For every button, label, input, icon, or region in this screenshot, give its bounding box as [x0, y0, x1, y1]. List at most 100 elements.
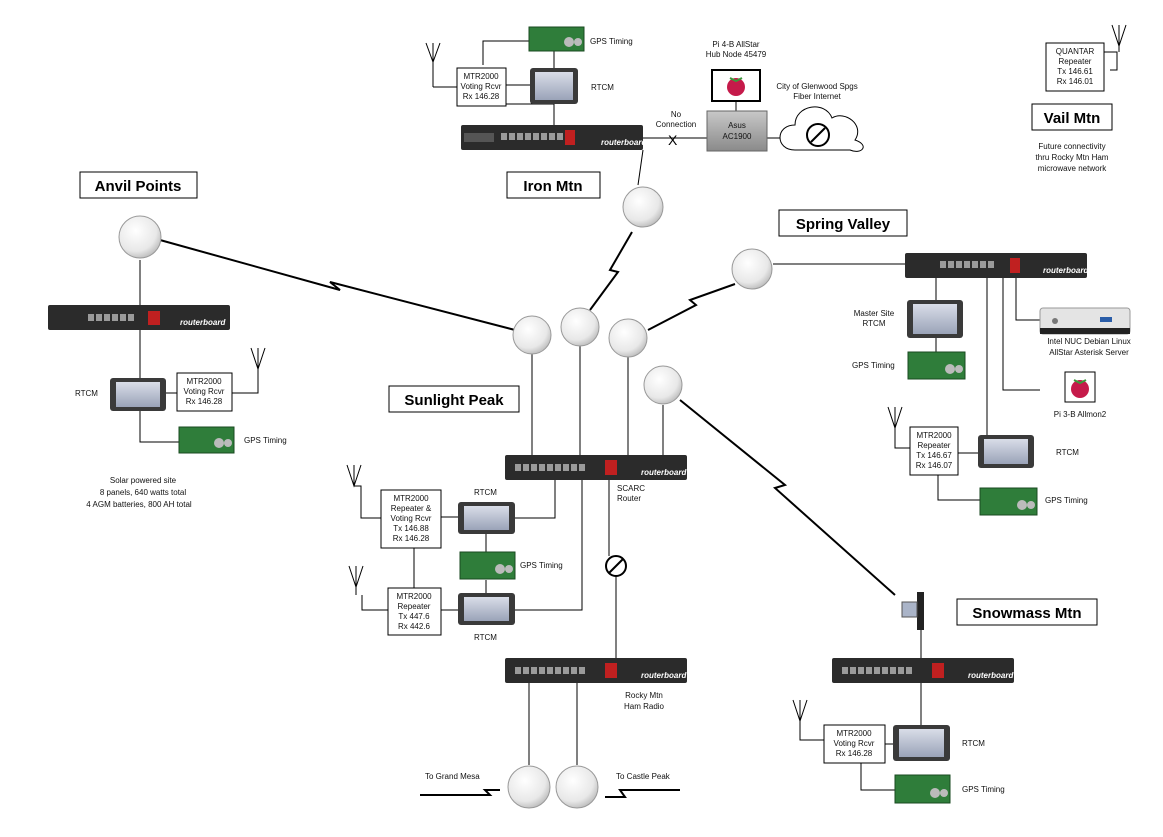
- svg-text:AC1900: AC1900: [723, 132, 752, 141]
- mtr-sunlight-2-box: MTR2000 Repeater Tx 447.6 Rx 442.6: [387, 587, 442, 636]
- gps-iron: [528, 26, 585, 52]
- svg-text:Solar powered site: Solar powered site: [110, 476, 177, 485]
- svg-text:MTR2000: MTR2000: [396, 592, 432, 601]
- svg-text:MTR2000: MTR2000: [186, 377, 222, 386]
- svg-text:routerboard: routerboard: [641, 468, 687, 477]
- svg-text:Voting Rcvr: Voting Rcvr: [391, 514, 432, 523]
- antenna-vail: [1111, 24, 1127, 52]
- rtcm-sunlight-1: [458, 502, 515, 534]
- svg-text:Repeater &: Repeater &: [391, 504, 432, 513]
- svg-text:GPS Timing: GPS Timing: [1045, 496, 1088, 505]
- svg-text:GPS Timing: GPS Timing: [962, 785, 1005, 794]
- svg-text:GPS Timing: GPS Timing: [244, 436, 287, 445]
- svg-text:4 AGM batteries, 800 AH total: 4 AGM batteries, 800 AH total: [86, 500, 192, 509]
- gps-anvil: [178, 426, 235, 454]
- svg-text:8 panels, 640 watts total: 8 panels, 640 watts total: [100, 488, 187, 497]
- mtr-sunlight-1-box: MTR2000 Repeater & Voting Rcvr Tx 146.88…: [380, 489, 442, 549]
- svg-text:MTR2000: MTR2000: [463, 72, 499, 81]
- svg-text:Pi 4-B AllStar: Pi 4-B AllStar: [712, 40, 759, 49]
- svg-text:Rx 146.28: Rx 146.28: [836, 749, 873, 758]
- router-spring: routerboard: [905, 253, 1089, 278]
- svg-text:To Castle Peak: To Castle Peak: [616, 772, 671, 781]
- rtcm-anvil: [110, 378, 166, 411]
- router-iron: routerboard: [461, 125, 647, 150]
- svg-text:Vail Mtn: Vail Mtn: [1044, 110, 1101, 127]
- svg-text:GPS Timing: GPS Timing: [590, 37, 633, 46]
- svg-text:RTCM: RTCM: [474, 488, 497, 497]
- svg-text:GPS Timing: GPS Timing: [852, 361, 895, 370]
- svg-text:routerboard: routerboard: [641, 671, 687, 680]
- svg-text:SCARC: SCARC: [617, 484, 645, 493]
- rtcm-spring: [978, 435, 1034, 468]
- svg-text:Rx 146.28: Rx 146.28: [393, 534, 430, 543]
- antenna-sunlight-1: [346, 464, 362, 500]
- svg-text:Rocky Mtn: Rocky Mtn: [625, 691, 663, 700]
- mtr-iron-box: MTR2000 Voting Rcvr Rx 146.28: [456, 67, 507, 107]
- svg-text:Sunlight Peak: Sunlight Peak: [404, 392, 504, 409]
- site-title-vail: Vail Mtn: [1031, 103, 1113, 131]
- dish-antennas: [118, 186, 773, 809]
- rtcm-spring-master: [907, 300, 963, 338]
- fiber-cloud-icon: [779, 106, 864, 152]
- sunlight-fiber-icon: [605, 555, 627, 577]
- svg-text:Iron Mtn: Iron Mtn: [523, 178, 582, 195]
- mtr-spring-box: MTR2000 Repeater Tx 146.67 Rx 146.07: [909, 426, 959, 476]
- svg-text:QUANTAR: QUANTAR: [1056, 47, 1095, 56]
- svg-text:Voting Rcvr: Voting Rcvr: [461, 82, 502, 91]
- svg-text:Voting Rcvr: Voting Rcvr: [184, 387, 225, 396]
- svg-text:AllStar Asterisk Server: AllStar Asterisk Server: [1049, 348, 1129, 357]
- mtr-anvil-box: MTR2000 Voting Rcvr Rx 146.28: [176, 372, 233, 412]
- svg-text:Tx 447.6: Tx 447.6: [398, 612, 430, 621]
- antenna-snowmass: [792, 699, 808, 724]
- router-scarc: routerboard: [505, 455, 687, 480]
- svg-text:Pi 3-B Allmon2: Pi 3-B Allmon2: [1054, 410, 1107, 419]
- dish-anvil: [118, 215, 162, 259]
- svg-text:Voting Rcvr: Voting Rcvr: [834, 739, 875, 748]
- svg-text:Future connectivity: Future connectivity: [1038, 142, 1105, 151]
- gps-spring-2: [979, 487, 1038, 516]
- svg-text:To Grand Mesa: To Grand Mesa: [425, 772, 480, 781]
- svg-text:Spring Valley: Spring Valley: [796, 216, 891, 233]
- svg-text:RTCM: RTCM: [1056, 448, 1079, 457]
- svg-text:routerboard: routerboard: [601, 138, 647, 147]
- svg-text:Intel NUC Debian Linux: Intel NUC Debian Linux: [1047, 337, 1131, 346]
- router-rocky: routerboard: [505, 658, 687, 683]
- labels: GPS Timing RTCM Pi 4-B AllStar Hub Node …: [75, 37, 1131, 794]
- router-anvil: routerboard: [48, 305, 230, 330]
- dish-spring: [731, 248, 773, 290]
- svg-text:Hub Node 45479: Hub Node 45479: [706, 50, 767, 59]
- svg-text:Router: Router: [617, 494, 641, 503]
- site-title-spring: Spring Valley: [778, 209, 908, 237]
- svg-text:Fiber Internet: Fiber Internet: [793, 92, 841, 101]
- svg-text:Asus: Asus: [728, 121, 746, 130]
- intel-nuc: [1039, 307, 1131, 335]
- site-title-sunlight: Sunlight Peak: [388, 385, 520, 413]
- svg-text:Tx 146.67: Tx 146.67: [916, 451, 952, 460]
- svg-text:routerboard: routerboard: [1043, 266, 1089, 275]
- svg-text:Connection: Connection: [656, 120, 696, 129]
- gps-spring-1: [907, 351, 966, 380]
- pi3-spring: [1064, 371, 1096, 403]
- svg-text:GPS Timing: GPS Timing: [520, 561, 563, 570]
- svg-text:Snowmass Mtn: Snowmass Mtn: [972, 605, 1081, 622]
- svg-text:Rx 146.01: Rx 146.01: [1057, 77, 1094, 86]
- dish-rocky-1: [507, 765, 551, 809]
- rtcm-units: [110, 68, 1034, 761]
- svg-text:thru Rocky Mtn Ham: thru Rocky Mtn Ham: [1036, 153, 1109, 162]
- svg-text:MTR2000: MTR2000: [393, 494, 429, 503]
- rtcm-sunlight-2: [458, 593, 515, 625]
- svg-text:routerboard: routerboard: [968, 671, 1014, 680]
- dish-rocky-2: [555, 765, 599, 809]
- svg-text:Rx 442.6: Rx 442.6: [398, 622, 431, 631]
- antenna-anvil: [250, 347, 266, 371]
- svg-text:RTCM: RTCM: [962, 739, 985, 748]
- svg-text:Tx 146.61: Tx 146.61: [1057, 67, 1093, 76]
- no-connection-x: X: [668, 132, 678, 148]
- svg-text:Repeater: Repeater: [918, 441, 951, 450]
- gps-snowmass: [894, 774, 951, 804]
- svg-text:Repeater: Repeater: [398, 602, 431, 611]
- dish-sunlight-2: [560, 307, 600, 347]
- gps-sunlight: [459, 551, 516, 580]
- svg-text:RTCM: RTCM: [474, 633, 497, 642]
